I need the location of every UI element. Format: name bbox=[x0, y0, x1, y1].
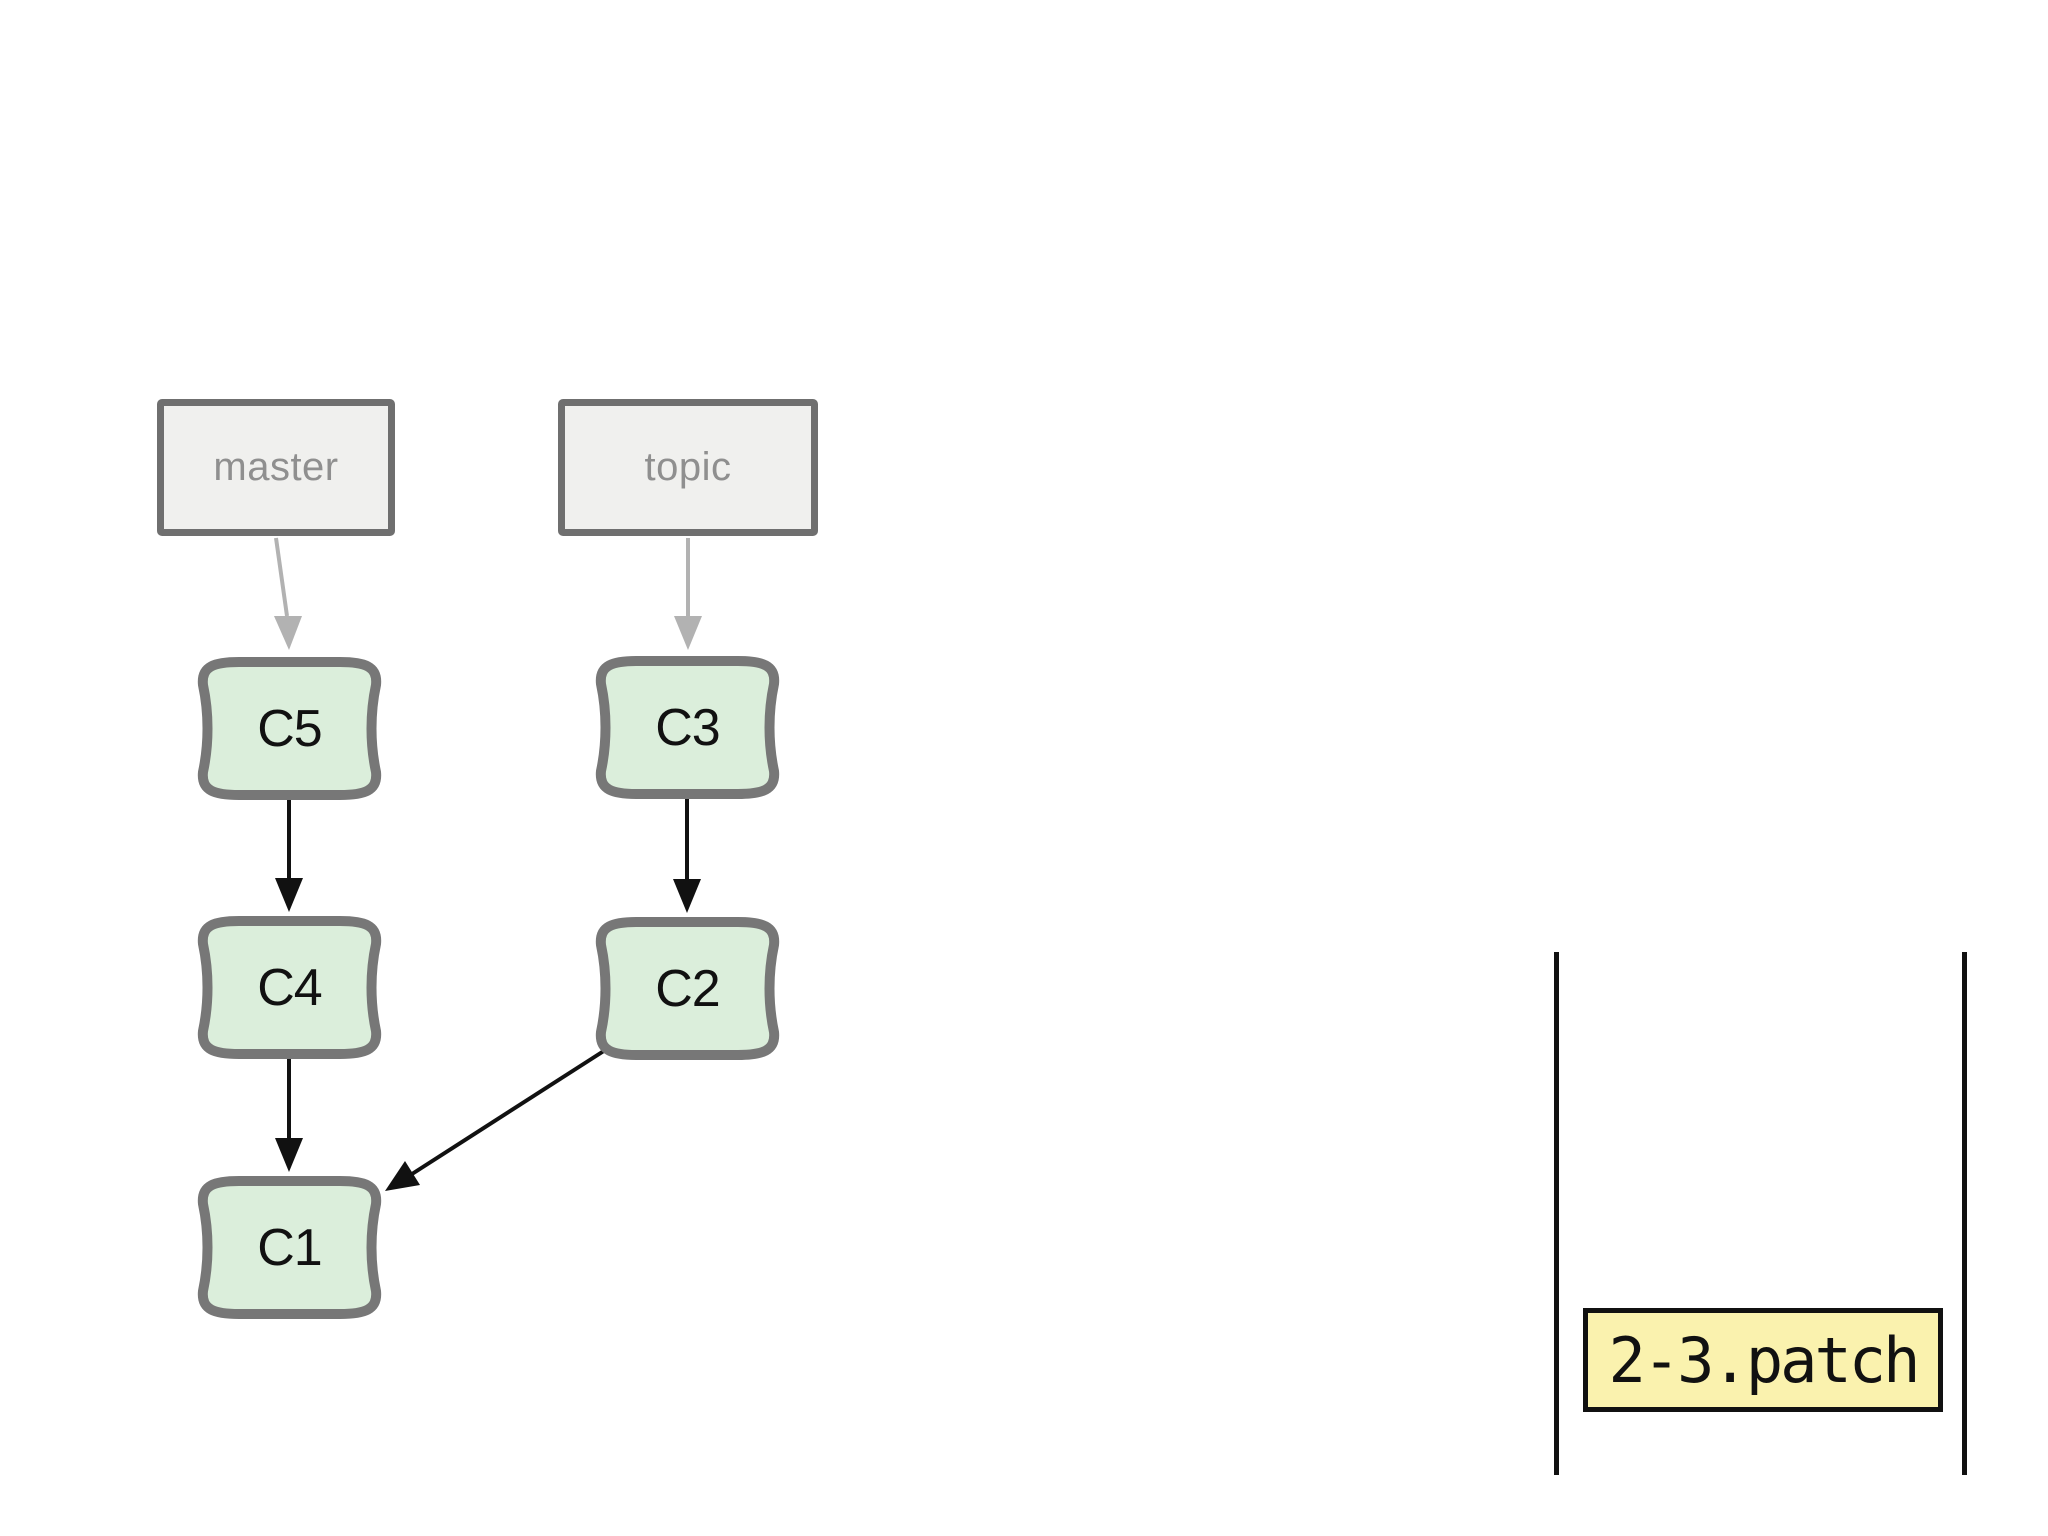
commit-shape-icon bbox=[595, 656, 780, 799]
edge-topic-to-c3-arrow bbox=[674, 538, 702, 650]
commit-label-c1: C1 bbox=[257, 1218, 322, 1277]
branch-box-master: master bbox=[157, 399, 395, 536]
commit-label-c3: C3 bbox=[655, 698, 720, 757]
patch-file-label: 2-3.patch bbox=[1608, 1323, 1921, 1397]
patch-range-right-line bbox=[1962, 952, 1967, 1475]
commit-node-c3: C3 bbox=[595, 656, 780, 799]
commit-label-c5: C5 bbox=[257, 699, 322, 758]
commit-shape-icon bbox=[197, 916, 382, 1059]
patch-range-left-line bbox=[1554, 952, 1559, 1475]
commit-node-c5: C5 bbox=[197, 657, 382, 800]
commit-shape-icon bbox=[197, 657, 382, 800]
edge-c3-to-c2-arrow bbox=[673, 799, 701, 913]
edge-c2-to-c1-arrow bbox=[385, 1045, 612, 1191]
edge-c5-to-c4-arrow bbox=[275, 800, 303, 912]
edge-master-to-c5-arrow bbox=[274, 537, 302, 650]
commit-label-c4: C4 bbox=[257, 958, 322, 1017]
commit-shape-icon bbox=[595, 917, 780, 1060]
commit-shape-icon bbox=[197, 1176, 382, 1319]
branch-label-topic: topic bbox=[644, 445, 732, 489]
commit-node-c2: C2 bbox=[595, 917, 780, 1060]
commit-node-c1: C1 bbox=[197, 1176, 382, 1319]
branch-box-topic: topic bbox=[558, 399, 818, 536]
branch-label-master: master bbox=[213, 445, 339, 489]
commit-label-c2: C2 bbox=[655, 959, 720, 1018]
patch-file-box: 2-3.patch bbox=[1583, 1308, 1943, 1412]
commit-node-c4: C4 bbox=[197, 916, 382, 1059]
edge-c4-to-c1-arrow bbox=[275, 1059, 303, 1172]
